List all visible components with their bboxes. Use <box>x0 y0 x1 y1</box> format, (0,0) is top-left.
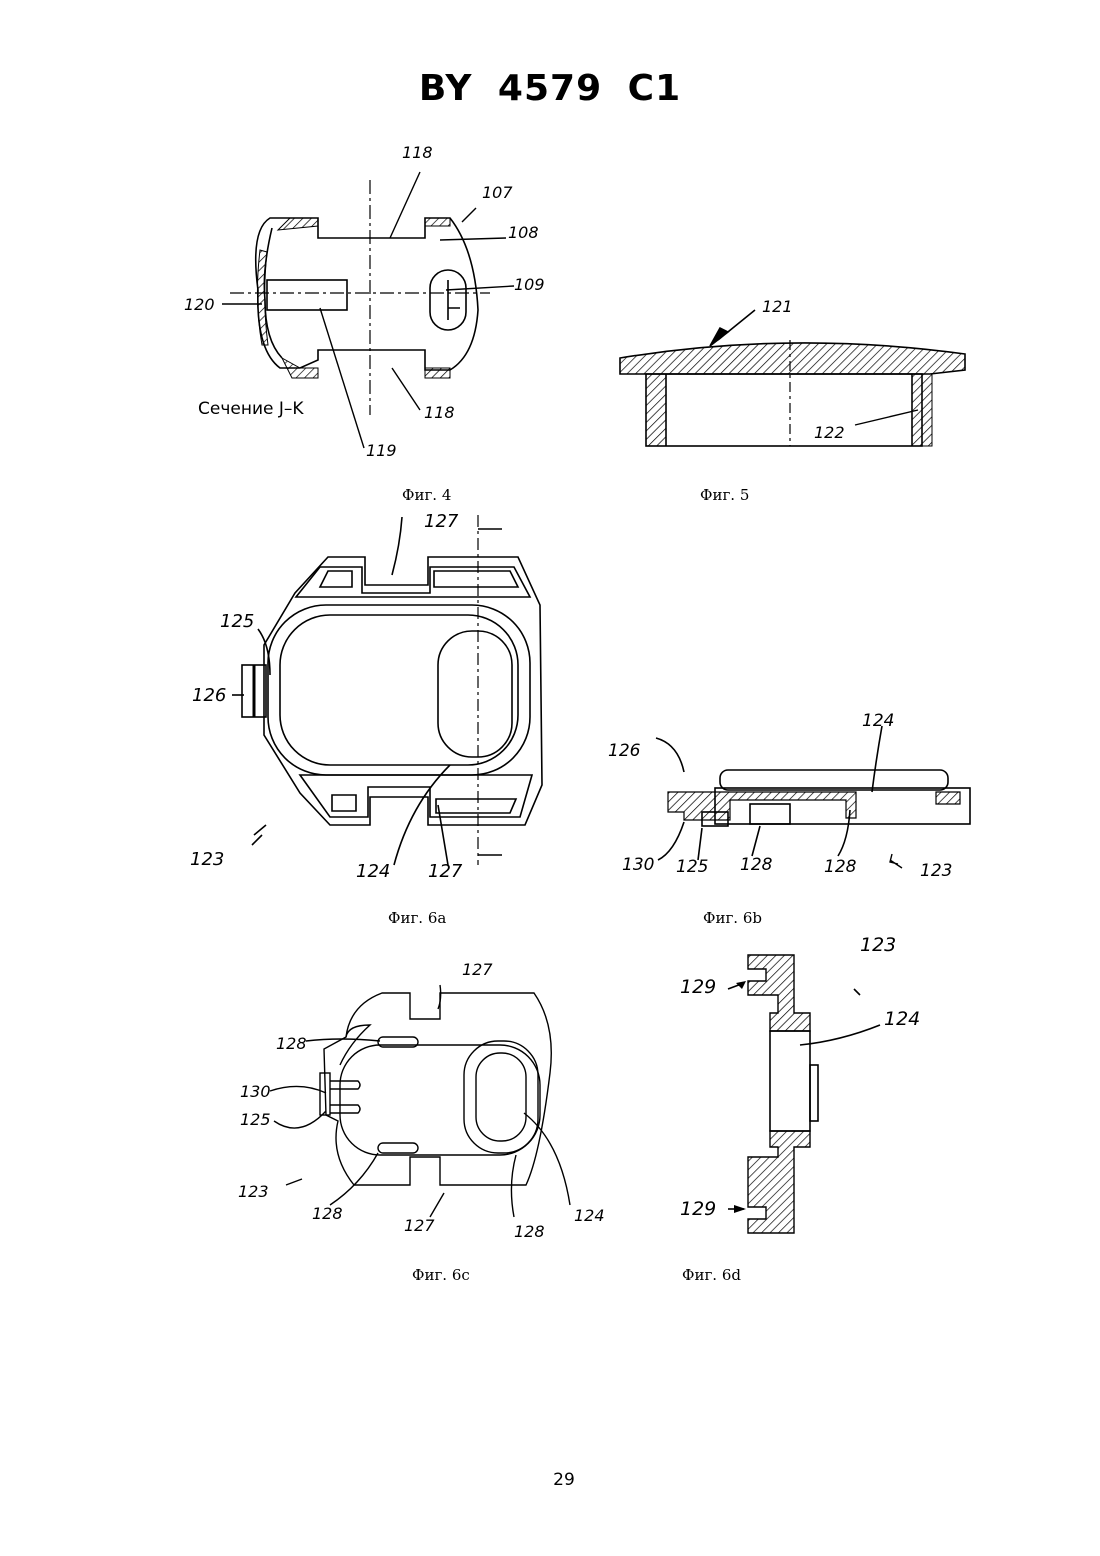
fig5-label-121: 121 <box>762 297 793 316</box>
fig6a-caption: Фиг. 6a <box>388 909 446 927</box>
page-title: BY 4579 C1 <box>0 68 1100 109</box>
figure-6c-drawing: 127 128 130 125 123 128 127 128 124 <box>230 945 610 1255</box>
fig6c-label-128-top: 128 <box>276 1034 307 1053</box>
fig6d-label-129-bottom: 129 <box>680 1198 716 1220</box>
fig6d-label-129-top: 129 <box>680 976 716 998</box>
fig6c-caption: Фиг. 6c <box>412 1266 470 1284</box>
fig4-label-118-top: 118 <box>402 143 433 162</box>
figure-6b-drawing: 124 126 130 125 128 128 123 <box>600 700 980 890</box>
fig6b-label-128-left: 128 <box>740 855 773 875</box>
fig4-label-119: 119 <box>366 441 397 460</box>
figure-6d-drawing: 123 129 124 129 <box>670 925 950 1245</box>
fig4-caption: Фиг. 4 <box>402 486 451 504</box>
fig6c-label-128-bottom-right: 128 <box>514 1222 545 1241</box>
fig5-caption: Фиг. 5 <box>700 486 749 504</box>
fig6d-label-124: 124 <box>884 1008 920 1030</box>
figure-6a-drawing: 127 125 126 123 124 127 <box>180 505 560 895</box>
fig6c-label-127-top: 127 <box>462 960 493 979</box>
fig6a-label-126: 126 <box>192 685 226 706</box>
fig6b-label-125: 125 <box>676 857 708 877</box>
fig5-label-122: 122 <box>814 423 845 442</box>
fig6a-label-127-top: 127 <box>424 511 459 532</box>
fig6b-label-128-right: 128 <box>824 857 857 877</box>
fig6d-caption: Фиг. 6d <box>682 1266 741 1284</box>
fig6b-label-126: 126 <box>608 741 641 761</box>
fig6b-label-123: 123 <box>920 861 952 881</box>
fig4-label-108: 108 <box>508 223 539 242</box>
fig6b-label-130: 130 <box>622 855 654 875</box>
figure-4-drawing: 118 107 108 109 120 118 119 Сечение J–K <box>170 130 560 470</box>
fig6a-label-124: 124 <box>356 861 390 882</box>
fig6c-label-125: 125 <box>240 1110 271 1129</box>
fig4-label-120: 120 <box>184 295 215 314</box>
fig6c-label-124: 124 <box>574 1206 605 1225</box>
fig6c-label-127-bottom: 127 <box>404 1216 435 1235</box>
fig6c-label-123: 123 <box>238 1182 269 1201</box>
fig4-section-label: Сечение J–K <box>198 399 304 419</box>
fig6d-label-123: 123 <box>860 934 896 956</box>
fig6a-label-123: 123 <box>190 849 224 870</box>
fig4-label-109: 109 <box>514 275 545 294</box>
fig6c-label-128-bottom-left: 128 <box>312 1204 343 1223</box>
figure-5-drawing: 121 122 <box>600 290 980 460</box>
fig6b-label-124: 124 <box>862 711 894 731</box>
page-number: 29 <box>0 1470 1100 1490</box>
fig6a-label-127-bottom: 127 <box>428 861 463 882</box>
fig4-label-118-bottom: 118 <box>424 403 455 422</box>
fig6a-label-125: 125 <box>220 611 254 632</box>
fig6c-label-130: 130 <box>240 1082 271 1101</box>
fig4-label-107: 107 <box>482 183 513 202</box>
